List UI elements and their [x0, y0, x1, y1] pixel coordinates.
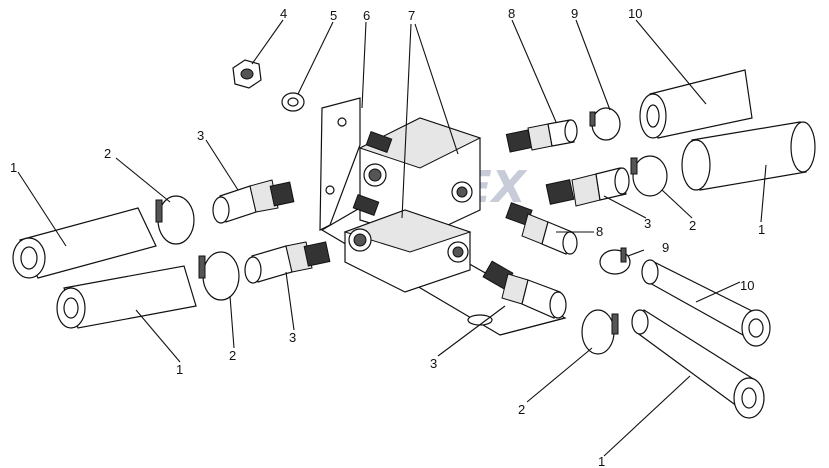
callout-8: 8	[596, 224, 603, 239]
small-clamp-lower	[599, 247, 631, 275]
distributor-block	[343, 117, 482, 293]
nut	[232, 59, 262, 89]
hose-left-upper	[12, 207, 157, 279]
hose-fitting-left-upper	[212, 179, 295, 224]
angle-fitting-upper	[505, 119, 578, 153]
callout-3: 3	[197, 128, 204, 143]
callout-1: 1	[10, 160, 17, 175]
callout-7: 7	[408, 8, 415, 23]
hose-clamp-left-upper	[155, 195, 195, 245]
hose-fitting-right-lower	[482, 260, 567, 319]
callout-6: 6	[363, 8, 370, 23]
callout-9: 9	[571, 6, 578, 21]
callout-8: 8	[508, 6, 515, 21]
leader-lines	[17, 19, 767, 457]
hose-left-lower	[56, 265, 197, 329]
callout-2: 2	[689, 218, 696, 233]
hose-clamp-right-lower	[581, 309, 619, 355]
callout-2: 2	[104, 146, 111, 161]
callout-5: 5	[330, 8, 337, 23]
small-clamp-upper	[589, 107, 621, 141]
callout-10: 10	[628, 6, 642, 21]
hose-clamp-left-lower	[198, 251, 240, 301]
hose-fitting-right-upper	[545, 167, 630, 207]
lock-washer	[281, 92, 305, 112]
callout-1: 1	[598, 454, 605, 468]
hose-right-lower-a	[641, 259, 771, 347]
hose-clamp-right-upper	[630, 155, 668, 197]
callout-labels: 1 1 1 1 2 2 2 2 3 3 3 3 4 5 6 7 8 8 9 9 …	[10, 6, 765, 468]
hose-fitting-left-lower	[244, 241, 331, 284]
callout-3: 3	[430, 356, 437, 371]
hose-right-upper	[639, 69, 753, 139]
callout-3: 3	[289, 330, 296, 345]
callout-1: 1	[176, 362, 183, 377]
angle-fitting-lower	[505, 202, 578, 255]
callout-4: 4	[280, 6, 287, 21]
hose-right-lower-b	[631, 309, 765, 419]
hose-right-middle	[681, 121, 816, 191]
callout-3: 3	[644, 216, 651, 231]
callout-2: 2	[518, 402, 525, 417]
callout-2: 2	[229, 348, 236, 363]
callout-9: 9	[662, 240, 669, 255]
callout-10: 10	[740, 278, 754, 293]
callout-1: 1	[758, 222, 765, 237]
